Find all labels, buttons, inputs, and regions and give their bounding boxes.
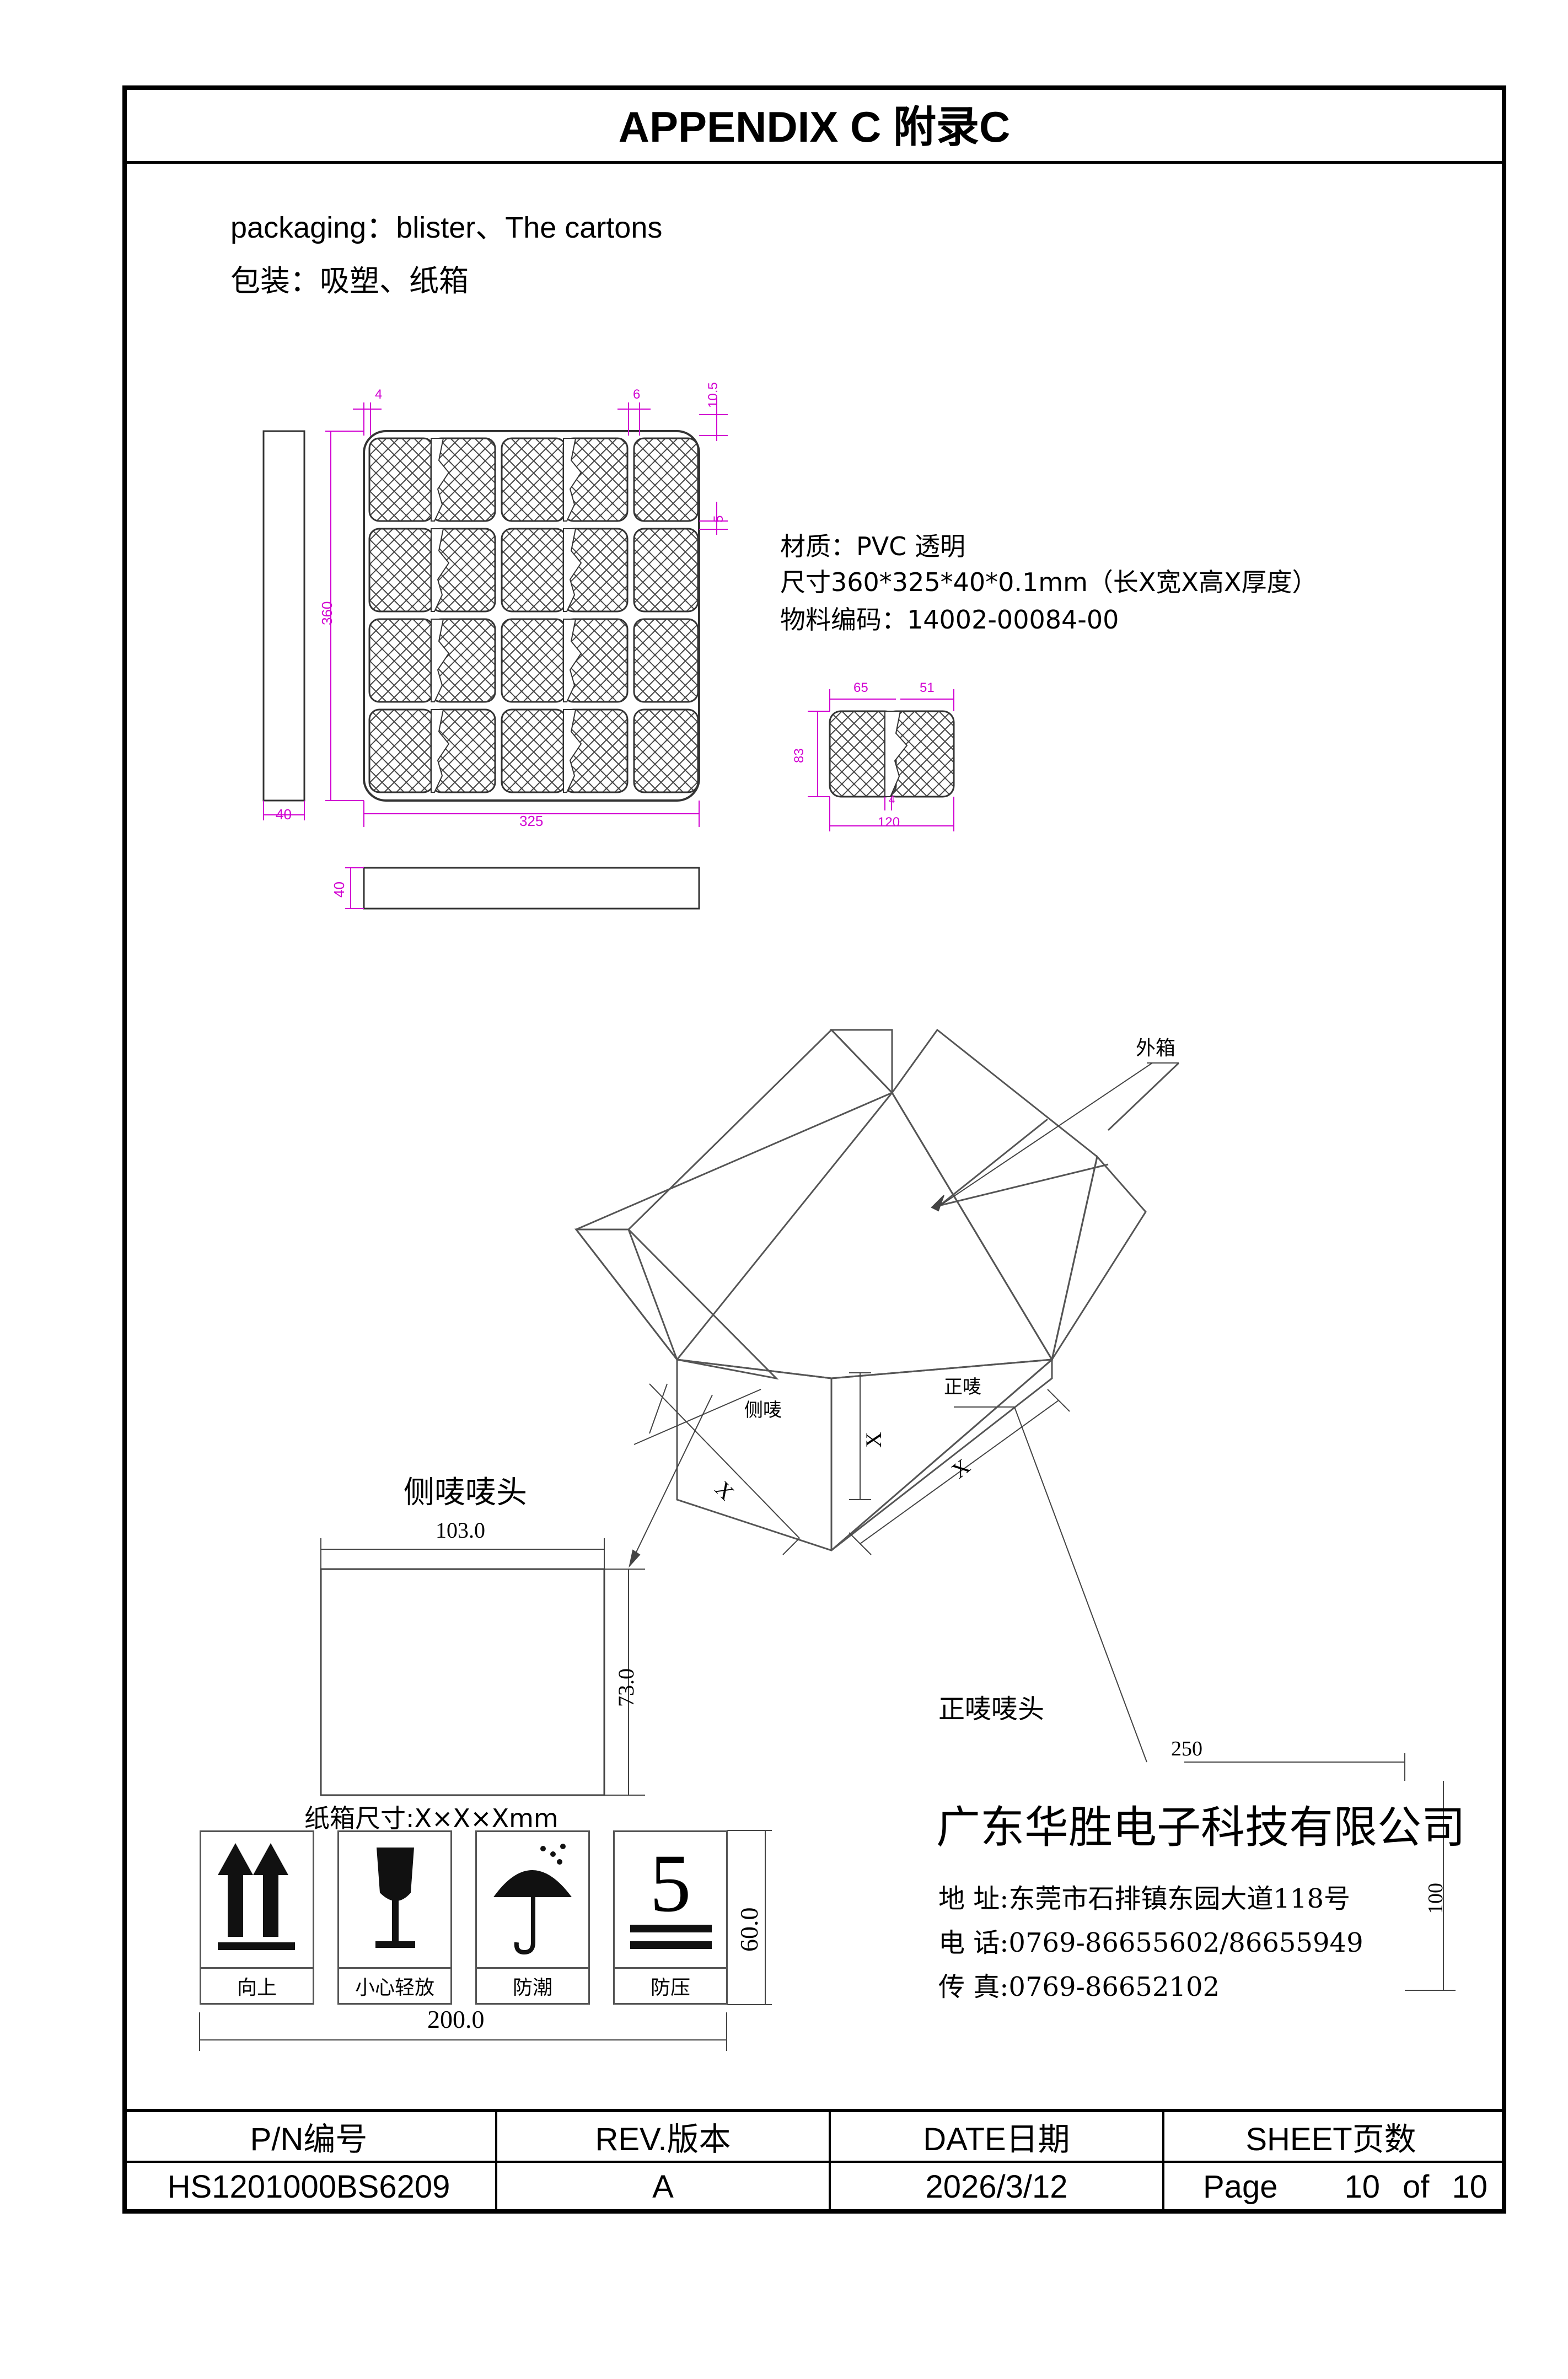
dim-325: 325 [519,813,544,829]
label-fragile-caption: 小心轻放 [339,1967,450,2003]
company-address: 地 址:东莞市石排镇东园大道118号 [938,1883,1351,1914]
dim-40-side: 40 [276,806,292,823]
page-title: APPENDIX C 附录C [122,85,1506,164]
packaging-cn: 包装：吸塑、纸箱 [230,264,469,298]
carton-size-text: 纸箱尺寸:X×X×Xmm [304,1803,559,1833]
tray-cell-divider [563,528,582,612]
label-moisture: 防潮 [475,1830,590,2005]
page-word: Page [1203,2168,1278,2205]
hdr-sheet: SHEET页数 [1245,2122,1416,2157]
umbrella-icon [493,1844,572,1955]
hdr-pn: P/N编号 [122,2112,497,2161]
tray-cell-divider [563,438,582,522]
detail-dim-51: 51 [920,680,935,695]
front-mark-height: 100 [1424,1883,1447,1914]
stack-limit-number: 5 [649,1838,691,1929]
page-total: 10 [1452,2168,1488,2205]
label-stack: 5 防压 [613,1830,728,2005]
dim-360: 360 [319,601,335,625]
label-fragile: 小心轻放 [337,1830,452,2005]
side-mark-height: 73.0 [614,1668,638,1707]
tray-cell-divider [563,619,582,702]
tray-cell [368,708,434,793]
of-word: of [1403,2168,1430,2205]
side-mark-box [320,1568,605,1796]
tray-cell-detail [808,689,955,831]
page-number: 10 [1344,2168,1381,2205]
sheet-frame [122,85,1506,2214]
tray-cell-grid [368,437,699,793]
tray-size: 尺寸360*325*40*0.1mm（长X宽X高X厚度） [780,567,1318,597]
company-name: 广东华胜电子科技有限公司 [936,1802,1465,1853]
front-mark-width: 250 [1171,1737,1202,1760]
carton-x-height: X [861,1432,886,1448]
tray-cell [368,528,434,613]
tray-top-view [363,430,700,802]
tray-cell [633,528,699,613]
side-label: 侧唛 [744,1399,782,1421]
detail-dim-4: 4 [889,794,895,806]
side-mark-width: 103.0 [436,1518,485,1543]
tray-cell-divider [431,709,450,793]
dim-40-bottom: 40 [331,882,347,898]
tray-cell-divider [431,619,450,702]
packaging-en: packaging：blister、The cartons [230,211,663,244]
dim-10-5: 10.5 [706,382,721,408]
tray-cell-divider [431,438,450,522]
tray-cell [368,437,434,522]
stack-limit-icon [630,1925,712,1949]
tray-cell [501,618,567,703]
carton-box-drawing [574,1028,1180,1551]
tray-cell [633,618,699,703]
tray-cell [633,708,699,793]
dim-4: 4 [375,387,383,402]
tray-cell [501,528,567,613]
tray-cell [633,437,699,522]
hdr-date: DATE日期 [831,2112,1164,2161]
tray-cell-divider [431,528,450,612]
up-arrows-icon [218,1843,295,1950]
label-moisture-caption: 防潮 [477,1967,588,2003]
detail-dim-120: 120 [878,815,900,830]
dim-5: 5 [711,515,726,523]
label-stack-caption: 防压 [615,1967,726,2003]
label-up-caption: 向上 [201,1967,313,2003]
fragile-glass-icon [375,1848,415,1948]
detail-dim-83: 83 [792,748,807,763]
pn-value: HS1201000BS6209 [122,2163,497,2210]
front-label: 正唛 [944,1376,981,1398]
sheet-value: Page 10 of 10 [1164,2163,1497,2210]
tray-cell [501,708,567,793]
dim-6: 6 [633,387,641,402]
date-value: 2026/3/12 [831,2163,1164,2210]
company-fax: 传 真:0769-86652102 [938,1972,1220,2002]
tray-material: 材质：PVC 透明 [780,531,965,561]
title-block-table: P/N编号 REV.版本 DATE日期 SHEET页数 HS1201000BS6… [122,2109,1506,2214]
icons-height-dim: 60.0 [735,1907,763,1952]
front-mark-title: 正唛唛头 [938,1694,1045,1725]
label-up: 向上 [200,1830,314,2005]
tray-cell [368,618,434,703]
tray-bottom-view [363,867,700,910]
detail-dim-65: 65 [853,680,868,695]
tray-cell-divider [563,709,582,793]
icons-width-dim: 200.0 [427,2005,485,2033]
hdr-rev: REV.版本 [497,2112,831,2161]
company-phone: 电 话:0769-86655602/86655949 [938,1927,1363,1958]
outer-carton-label: 外箱 [1136,1037,1176,1060]
tray-side-view [262,430,305,802]
tray-cell [501,437,567,522]
tray-code: 物料编码：14002-00084-00 [780,605,1119,635]
side-mark-title: 侧唛唛头 [404,1475,527,1511]
rev-value: A [497,2163,831,2210]
